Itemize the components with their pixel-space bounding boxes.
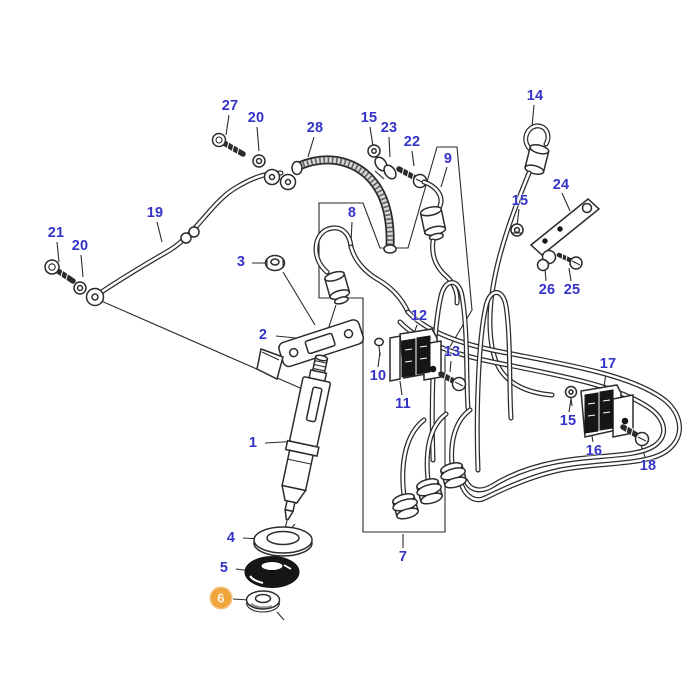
mounting-bracket-2 bbox=[256, 319, 365, 381]
callout-15[interactable]: 15 bbox=[511, 192, 529, 209]
callout-8[interactable]: 8 bbox=[347, 204, 357, 221]
callout-27[interactable]: 27 bbox=[221, 97, 239, 114]
washer-6 bbox=[245, 590, 281, 613]
fuel-line-8 bbox=[313, 225, 411, 315]
fuel-line-19 bbox=[85, 168, 297, 307]
callout-3[interactable]: 3 bbox=[236, 253, 246, 270]
bolt-22 bbox=[396, 166, 428, 189]
callout-14[interactable]: 14 bbox=[526, 87, 544, 104]
fuel-line-9 bbox=[419, 179, 460, 306]
bolt-13 bbox=[438, 371, 467, 392]
pipe-clamp-center bbox=[374, 328, 467, 392]
bolt-25 bbox=[556, 252, 583, 270]
callout-12[interactable]: 12 bbox=[410, 307, 428, 324]
callout-6-highlighted[interactable]: 6 bbox=[209, 586, 233, 610]
callout-2[interactable]: 2 bbox=[258, 326, 268, 343]
strap-bracket-24 bbox=[510, 198, 601, 272]
callout-4[interactable]: 4 bbox=[226, 529, 236, 546]
nut-3 bbox=[264, 254, 286, 272]
washer-20-lower bbox=[73, 281, 87, 295]
callout-10[interactable]: 10 bbox=[369, 367, 387, 384]
callout-15[interactable]: 15 bbox=[559, 412, 577, 429]
pump-union-nuts-7 bbox=[391, 462, 468, 520]
callout-19[interactable]: 19 bbox=[146, 204, 164, 221]
callout-18[interactable]: 18 bbox=[639, 457, 657, 474]
seal-5 bbox=[244, 556, 300, 588]
callout-15[interactable]: 15 bbox=[360, 109, 378, 126]
detail-boundary-outline bbox=[318, 146, 473, 533]
callout-20[interactable]: 20 bbox=[247, 109, 265, 126]
washer-20-upper bbox=[252, 154, 266, 168]
fuel-line-bundle bbox=[397, 280, 682, 503]
bolt-18 bbox=[620, 424, 650, 447]
banjo-bolt-27 bbox=[211, 132, 246, 157]
nut-15-top bbox=[367, 144, 381, 158]
callout-24[interactable]: 24 bbox=[552, 176, 570, 193]
callout-7[interactable]: 7 bbox=[398, 548, 408, 565]
braided-hose-28 bbox=[291, 155, 397, 254]
pipe-clamp-right bbox=[564, 384, 650, 447]
callout-16[interactable]: 16 bbox=[585, 442, 603, 459]
callout-17[interactable]: 17 bbox=[599, 355, 617, 372]
callout-28[interactable]: 28 bbox=[306, 119, 324, 136]
washer-4 bbox=[253, 526, 313, 557]
fuel-line-14 bbox=[487, 123, 555, 398]
callout-22[interactable]: 22 bbox=[403, 133, 421, 150]
callout-9[interactable]: 9 bbox=[443, 150, 453, 167]
clamp-23 bbox=[374, 156, 397, 180]
callout-1[interactable]: 1 bbox=[248, 434, 258, 451]
callout-25[interactable]: 25 bbox=[563, 281, 581, 298]
nut-15-right bbox=[564, 385, 578, 407]
callout-23[interactable]: 23 bbox=[380, 119, 398, 136]
callout-5[interactable]: 5 bbox=[219, 559, 229, 576]
bolt-21 bbox=[44, 259, 76, 284]
callout-20[interactable]: 20 bbox=[71, 237, 89, 254]
injector-1 bbox=[281, 354, 332, 529]
callout-26[interactable]: 26 bbox=[538, 281, 556, 298]
nut-15-middle bbox=[510, 223, 524, 237]
callout-13[interactable]: 13 bbox=[443, 343, 461, 360]
callout-21[interactable]: 21 bbox=[47, 224, 65, 241]
clamp-26 bbox=[536, 249, 557, 272]
screw-10 bbox=[374, 337, 384, 357]
callout-11[interactable]: 11 bbox=[395, 395, 411, 412]
